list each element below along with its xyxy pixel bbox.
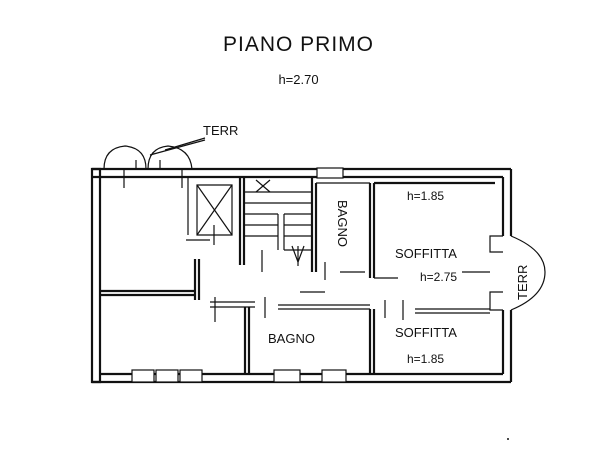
windows-top [316, 167, 344, 179]
soffitta-rooms: h=1.85 SOFFITTA h=2.75 SOFFITTA h=1.85 [374, 181, 495, 366]
bagno-upper: BAGNO [314, 182, 376, 280]
bagno-lower: BAGNO [243, 307, 376, 374]
terrace-right: TERR [489, 235, 546, 311]
plan-title: PIANO PRIMO [222, 33, 375, 56]
terr-right-label: TERR [515, 265, 530, 300]
left-rooms [100, 177, 210, 300]
corridor [210, 291, 370, 322]
terr-top-label: TERR [203, 123, 238, 138]
bagno-vertical-label: BAGNO [335, 200, 350, 247]
soffitta-top-label: SOFFITTA [395, 246, 457, 261]
windows-bottom [131, 369, 347, 383]
soffitta-bottom-label: SOFFITTA [395, 325, 457, 340]
stair-shaft [196, 184, 233, 245]
bagno-bottom-label: BAGNO [268, 331, 315, 346]
staircase [238, 177, 314, 272]
h-mid-label: h=2.75 [420, 270, 457, 284]
h-top-label: h=1.85 [407, 189, 444, 203]
terrace-top: TERR [103, 123, 238, 188]
h-bottom-label: h=1.85 [407, 352, 444, 366]
plan-height-note: h=2.70 [278, 72, 319, 87]
